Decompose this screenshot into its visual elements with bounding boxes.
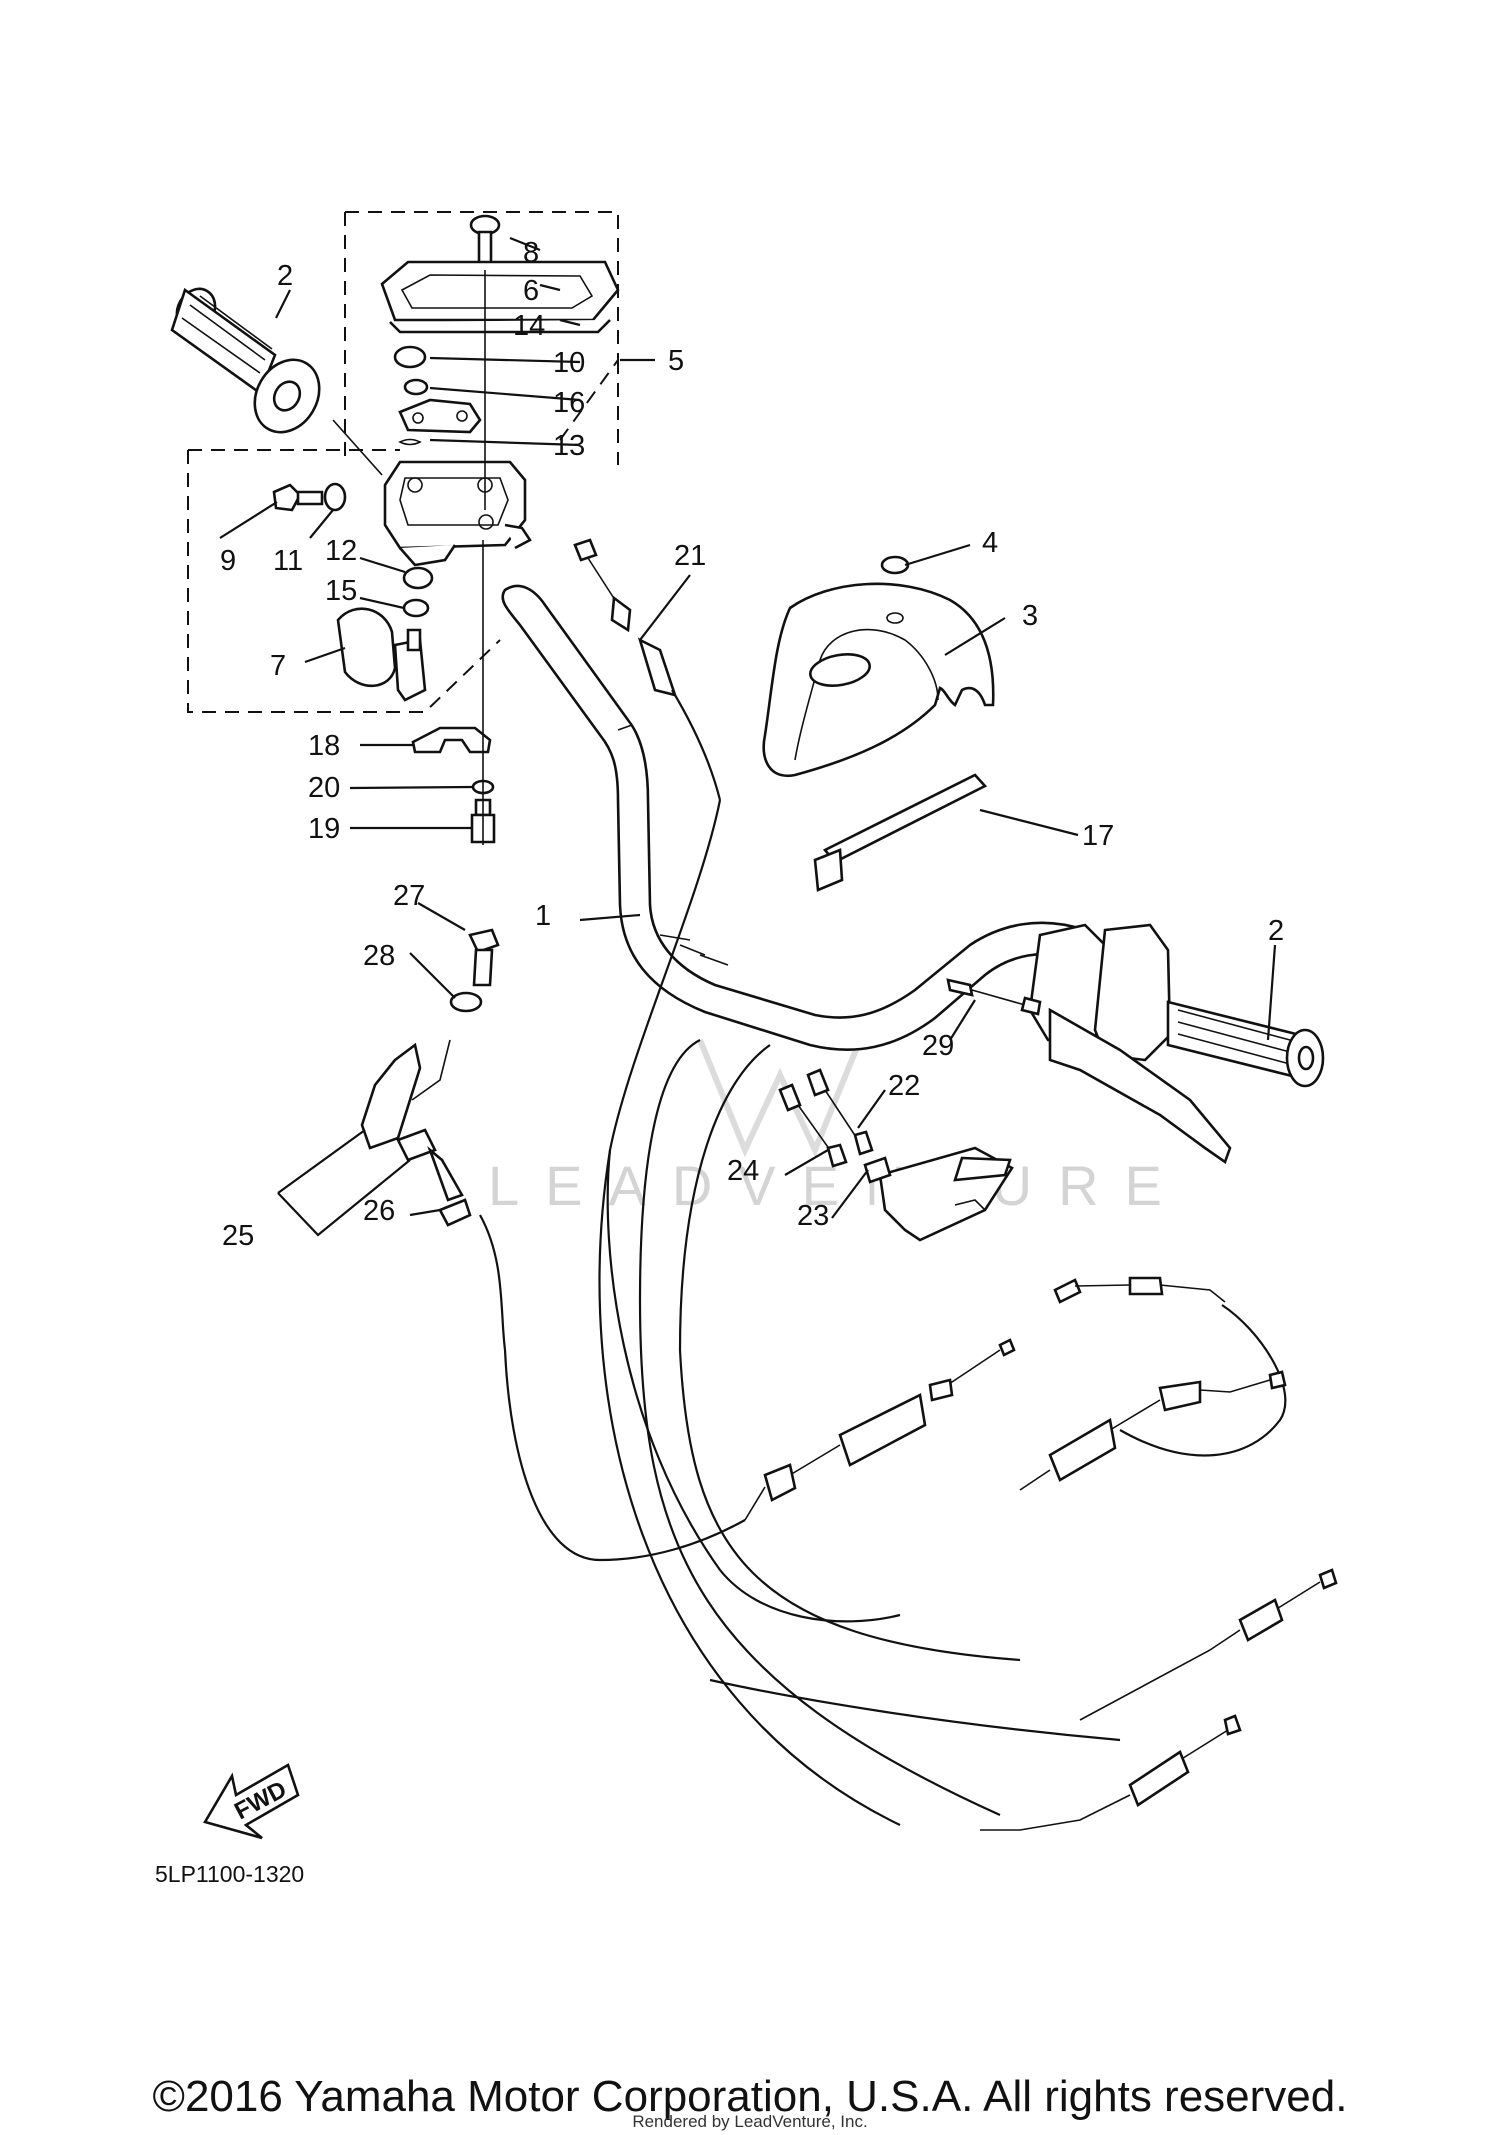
cap-4	[880, 555, 910, 575]
callout-24: 24	[727, 1155, 759, 1187]
callout-19: 19	[308, 813, 340, 845]
callout-9: 9	[220, 545, 236, 577]
plate-16	[398, 398, 482, 434]
rendered-by-text: Rendered by LeadVenture, Inc.	[632, 2112, 868, 2131]
right-grip	[1166, 1000, 1325, 1088]
left-grip	[170, 287, 321, 434]
callout-21: 21	[674, 540, 706, 572]
washer-15	[402, 598, 430, 618]
callout-29: 29	[922, 1030, 954, 1062]
leader-lines	[219, 236, 1277, 1237]
screw-8	[469, 214, 501, 270]
callout-23: 23	[797, 1200, 829, 1232]
cable-tie-17	[813, 773, 988, 892]
cable-26	[427, 1145, 507, 1351]
callout-1: 1	[535, 900, 551, 932]
cable-adjusters	[744, 1276, 1338, 1831]
assembly-box-5	[344, 211, 619, 465]
cable-routing	[503, 799, 1287, 1826]
cable-24	[778, 1083, 848, 1168]
washer-16	[403, 378, 429, 396]
callout-28: 28	[363, 940, 395, 972]
diagram-code: 5LP1100-1320	[155, 1861, 304, 1887]
callout-2-left: 2	[277, 260, 293, 292]
gasket-14	[389, 319, 611, 334]
lever-7	[336, 607, 427, 702]
throttle-housing-23	[863, 1146, 1014, 1242]
callout-8: 8	[523, 237, 539, 269]
fwd-arrow: FWD	[203, 1763, 300, 1840]
callout-17: 17	[1082, 820, 1114, 852]
callout-11: 11	[273, 545, 303, 577]
cover-6	[380, 260, 620, 322]
bolt-9	[272, 483, 324, 512]
callout-5: 5	[668, 345, 684, 377]
copyright-notice: ©2016 Yamaha Motor Corporation, U.S.A. A…	[152, 2072, 1348, 2121]
nut-10	[393, 345, 427, 369]
cover-3	[762, 582, 995, 778]
collar-11	[323, 482, 347, 512]
callout-12: 12	[325, 535, 357, 567]
callout-2-right: 2	[1268, 915, 1284, 947]
callout-16: 16	[553, 387, 585, 419]
callout-18: 18	[308, 730, 340, 762]
cable-22	[806, 1068, 874, 1156]
nut-12	[402, 566, 434, 590]
callout-20: 20	[308, 772, 340, 804]
callout-7: 7	[270, 650, 286, 682]
callout-14: 14	[513, 310, 545, 342]
assembly-box-7	[187, 449, 501, 713]
cable-21	[573, 538, 722, 801]
switch-25	[360, 1039, 451, 1162]
watermark-logo	[697, 1038, 863, 1158]
bolt-27	[468, 928, 500, 987]
spring-13	[398, 438, 422, 446]
cable-end-29	[946, 978, 1042, 1016]
callout-6: 6	[523, 275, 539, 307]
callout-26: 26	[363, 1195, 395, 1227]
callout-22: 22	[888, 1070, 920, 1102]
watermark-text: LEADVENTURE	[488, 1154, 1188, 1217]
callout-4: 4	[982, 527, 998, 559]
washer-28	[449, 991, 483, 1013]
callout-15: 15	[325, 575, 357, 607]
callout-3: 3	[1022, 600, 1038, 632]
callout-25: 25	[222, 1220, 254, 1252]
callout-27: 27	[393, 880, 425, 912]
right-switch-housing	[1028, 923, 1232, 1165]
switch-body	[383, 460, 532, 567]
callout-10: 10	[553, 347, 585, 379]
callout-13: 13	[553, 430, 585, 462]
holder-18	[411, 726, 492, 754]
